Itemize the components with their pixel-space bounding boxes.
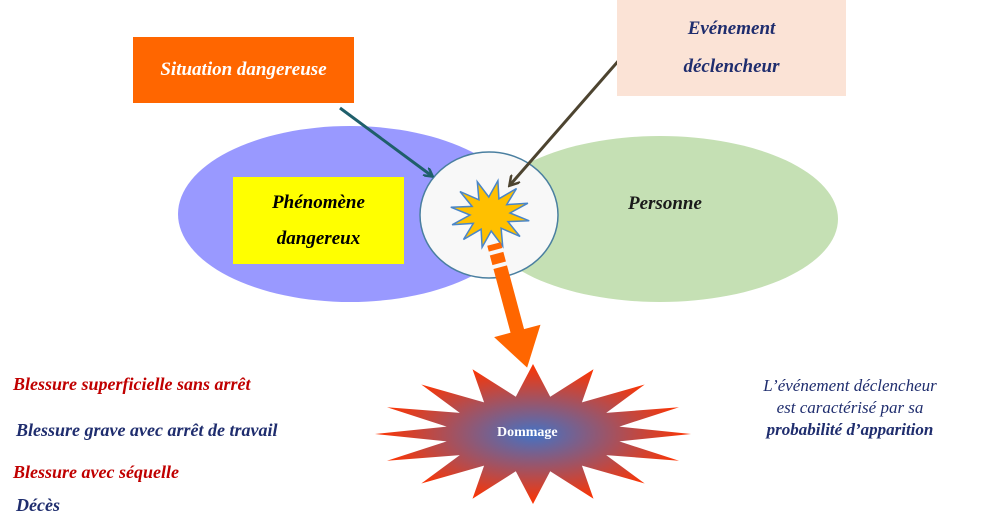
probability-note: L’événement déclencheur est caractérisé …: [715, 375, 985, 441]
damage-burst-icon: [375, 364, 691, 504]
evenement-label-line1: Evénement: [687, 18, 776, 39]
consequence-item: Décès: [16, 495, 60, 515]
phenomene-label-line1: Phénomène: [272, 191, 365, 213]
phenomene-dangereux-box: Phénomène dangereux: [233, 177, 404, 264]
personne-label: Personne: [628, 193, 702, 214]
dommage-label: Dommage: [497, 425, 558, 440]
situation-arrow: [339, 106, 432, 176]
evenement-label-line2: déclencheur: [683, 56, 780, 77]
evenement-declencheur-box: Evénement déclencheur: [617, 0, 846, 96]
note-line2: est caractérisé par sa: [776, 398, 924, 417]
person-ellipse: [482, 136, 838, 302]
consequence-item: Blessure superficielle sans arrêt: [13, 374, 251, 394]
consequence-item: Blessure grave avec arrêt de travail: [16, 420, 278, 440]
event-burst-icon: [450, 178, 530, 250]
situation-dangereuse-label: Situation dangereuse: [160, 59, 327, 80]
consequence-item: Blessure avec séquelle: [13, 462, 179, 482]
situation-dangereuse-box: Situation dangereuse: [133, 37, 354, 103]
note-line3: probabilité d’apparition: [766, 420, 934, 439]
note-line1: L’événement déclencheur: [763, 376, 937, 395]
phenomene-label-line2: dangereux: [276, 227, 361, 249]
event-arrow: [510, 50, 629, 185]
damage-arrow: [487, 242, 541, 368]
